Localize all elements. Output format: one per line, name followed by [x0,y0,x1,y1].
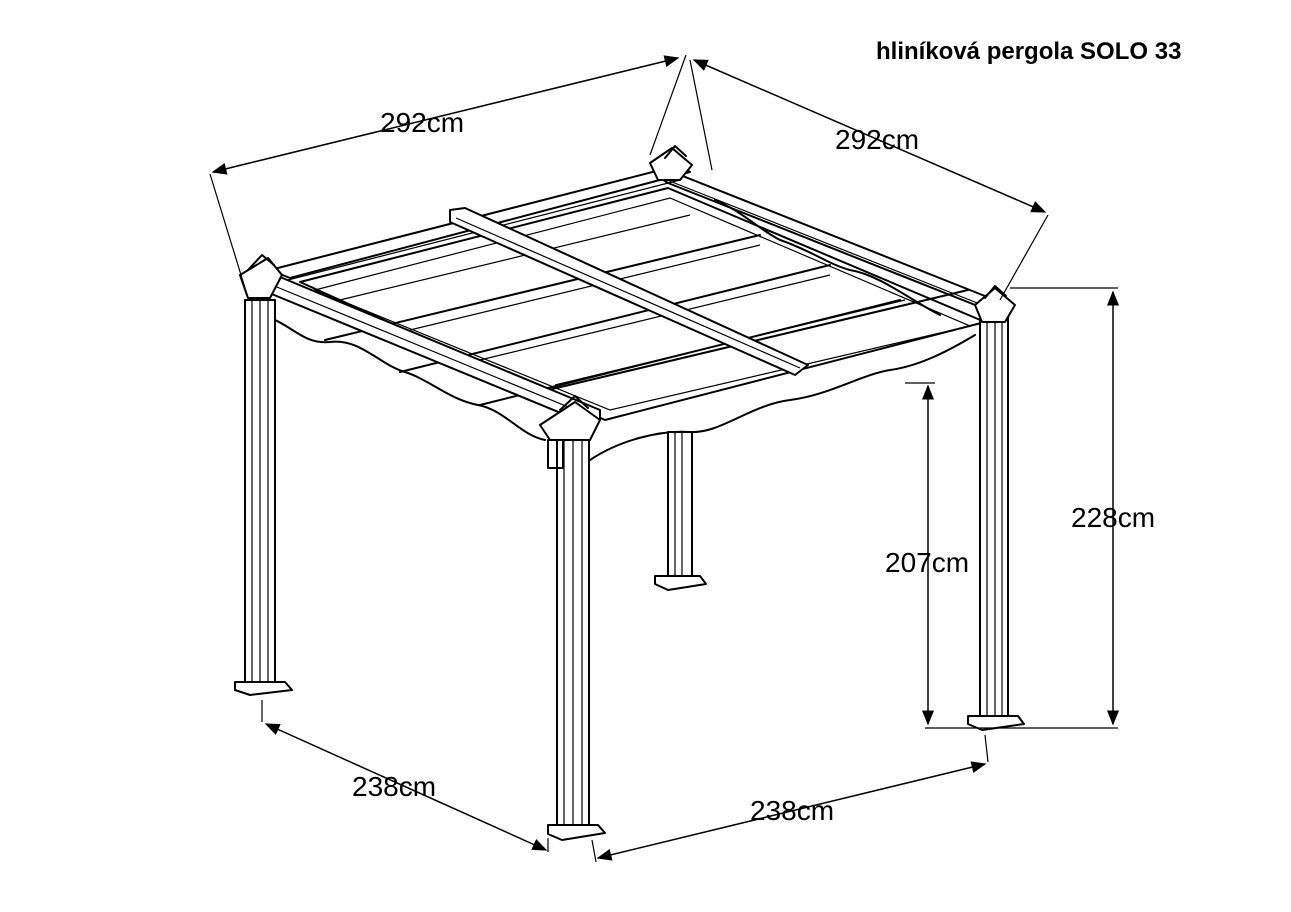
front-beam [261,271,601,426]
dim-label-bottom-right: 238cm [750,795,834,826]
canopy-slats [324,214,969,406]
dim-label-height-outer: 228cm [1071,502,1155,533]
middle-crossbar [449,207,809,376]
post-right [967,285,1025,731]
dim-label-bottom-left: 238cm [352,771,436,802]
dimension-lines [209,54,1119,863]
post-front-left [234,254,293,696]
fabric-drape [257,199,976,461]
dim-label-top-right: 292cm [835,124,919,155]
dim-label-top-left: 292cm [380,107,464,138]
post-back-center [654,431,707,591]
dim-label-height-inner: 207cm [885,547,969,578]
post-back-top [649,145,693,181]
post-front-center [539,395,606,841]
